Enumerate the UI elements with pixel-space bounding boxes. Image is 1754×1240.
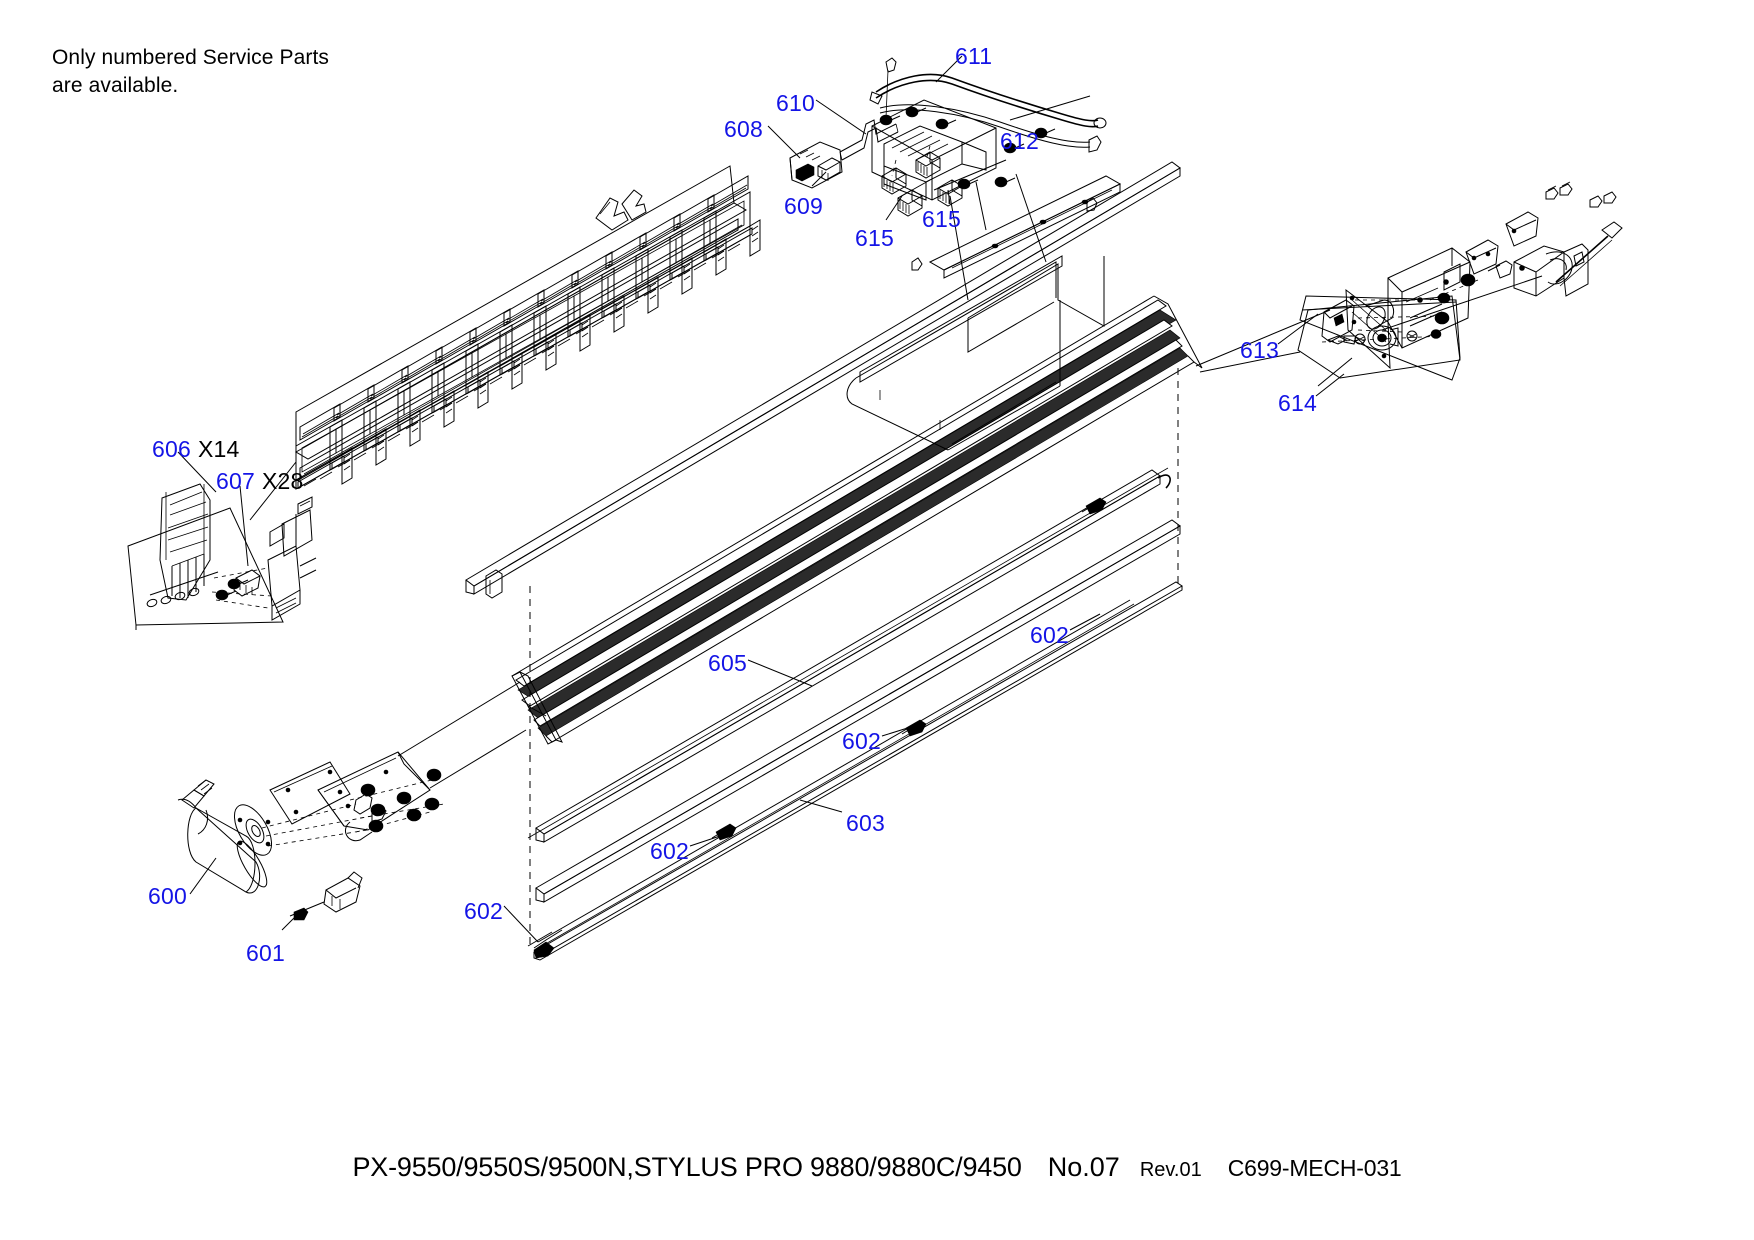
- callout-612: 612: [1000, 128, 1039, 155]
- callout-number: 612: [1000, 128, 1039, 154]
- document-id: C699-MECH-031: [1227, 1155, 1402, 1181]
- callout-quantity: X14: [197, 436, 240, 462]
- cable-harness-assembly: [869, 57, 1107, 217]
- callout-613: 613: [1240, 337, 1279, 364]
- screw-cluster: [1545, 181, 1617, 208]
- drive-motor-assembly: [177, 681, 527, 894]
- tension-rods: [527, 467, 1183, 961]
- revision-number: Rev.01: [1139, 1159, 1202, 1181]
- callout-615: 615: [855, 225, 894, 252]
- model-list: PX-9550/9550S/9500N,STYLUS PRO 9880/9880…: [352, 1152, 1022, 1182]
- callout-603: 603: [846, 810, 885, 837]
- callout-number: 608: [724, 116, 763, 142]
- title-block: PX-9550/9550S/9500N,STYLUS PRO 9880/9880…: [0, 1152, 1754, 1183]
- callout-602: 602: [650, 838, 689, 865]
- sheet-number: No.07: [1047, 1152, 1120, 1182]
- callout-605: 605: [708, 650, 747, 677]
- callout-number: 603: [846, 810, 885, 836]
- callout-number: 609: [784, 193, 823, 219]
- printhead-carriage-array: [294, 165, 761, 490]
- callout-number: 614: [1278, 390, 1317, 416]
- callout-number: 602: [842, 728, 881, 754]
- callout-number: 610: [776, 90, 815, 116]
- part-601-clip: [289, 871, 363, 921]
- callout-602: 602: [842, 728, 881, 755]
- callout-number: 605: [708, 650, 747, 676]
- callout-611: 611: [955, 43, 992, 70]
- note-line-1: Only numbered Service Parts: [52, 46, 329, 69]
- callout-quantity: X28: [261, 468, 304, 494]
- service-parts-note: Only numbered Service Parts are availabl…: [52, 44, 329, 99]
- callout-number: 615: [922, 206, 961, 232]
- callout-number: 606: [152, 436, 191, 462]
- note-line-2: are available.: [52, 73, 179, 97]
- callout-610: 610: [776, 90, 815, 117]
- callout-602: 602: [464, 898, 503, 925]
- callout-number: 602: [650, 838, 689, 864]
- callout-608: 608: [724, 116, 763, 143]
- callout-number: 600: [148, 883, 187, 909]
- callout-600: 600: [148, 883, 187, 910]
- callout-601: 601: [246, 940, 285, 967]
- callout-602: 602: [1030, 622, 1069, 649]
- part-606-607-group: [127, 461, 317, 630]
- main-rail-beam: [511, 175, 1203, 745]
- callout-number: 613: [1240, 337, 1279, 363]
- callout-615: 615: [922, 206, 961, 233]
- pulley-bracket-assembly: [1297, 275, 1543, 387]
- callout-number: 611: [955, 43, 993, 69]
- secondary-rail: [465, 161, 1181, 599]
- callout-number: 607: [216, 468, 255, 494]
- callout-614: 614: [1278, 390, 1317, 417]
- callout-number: 602: [464, 898, 503, 924]
- callout-609: 609: [784, 193, 823, 220]
- callout-number: 602: [1030, 622, 1069, 648]
- callout-number: 615: [855, 225, 894, 251]
- callout-leader-lines: [177, 55, 1345, 943]
- callout-number: 601: [246, 940, 285, 966]
